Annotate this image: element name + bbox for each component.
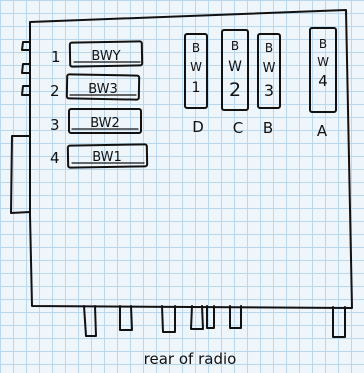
slot-label: BW3: [88, 82, 118, 97]
slot-number: 4: [50, 149, 60, 167]
vertical-slot-char: W: [317, 55, 329, 69]
slot-number: 1: [51, 48, 61, 66]
vertical-slot-char: W: [190, 60, 202, 74]
slot-letter: A: [317, 122, 328, 140]
bottom-connector: [230, 306, 241, 328]
side-bracket: [11, 136, 30, 213]
bottom-connector: [207, 306, 214, 328]
vertical-slot-char: 2: [229, 79, 241, 101]
vertical-slot-char: 3: [264, 81, 274, 100]
vertical-slot-char: B: [319, 37, 327, 51]
vertical-slot-char: 4: [318, 72, 328, 90]
bottom-connector: [333, 307, 345, 337]
vertical-slot-char: W: [228, 59, 242, 75]
vertical-slot-char: B: [265, 41, 273, 55]
vertical-slot-char: 1: [192, 80, 201, 96]
vertical-slot-char: W: [263, 61, 276, 76]
slot-number: 2: [50, 82, 60, 100]
bottom-connector: [162, 306, 175, 332]
bottom-connector: [191, 306, 203, 329]
slot-label: BWY: [91, 49, 120, 64]
slot-label: BW2: [90, 116, 120, 131]
side-tab: [22, 64, 30, 73]
side-tab: [22, 42, 30, 50]
slot-number: 3: [50, 116, 60, 134]
side-tab: [22, 86, 30, 95]
bottom-connector: [120, 306, 132, 330]
bottom-connector: [84, 306, 96, 336]
slot-letter: D: [192, 118, 204, 136]
slot-label: BW1: [92, 150, 122, 165]
vertical-slot-char: B: [231, 39, 239, 53]
slot-letter: C: [233, 119, 243, 137]
diagram-caption: rear of radio: [144, 350, 237, 368]
slot-letter: B: [263, 119, 273, 137]
vertical-slot-char: B: [192, 41, 200, 55]
